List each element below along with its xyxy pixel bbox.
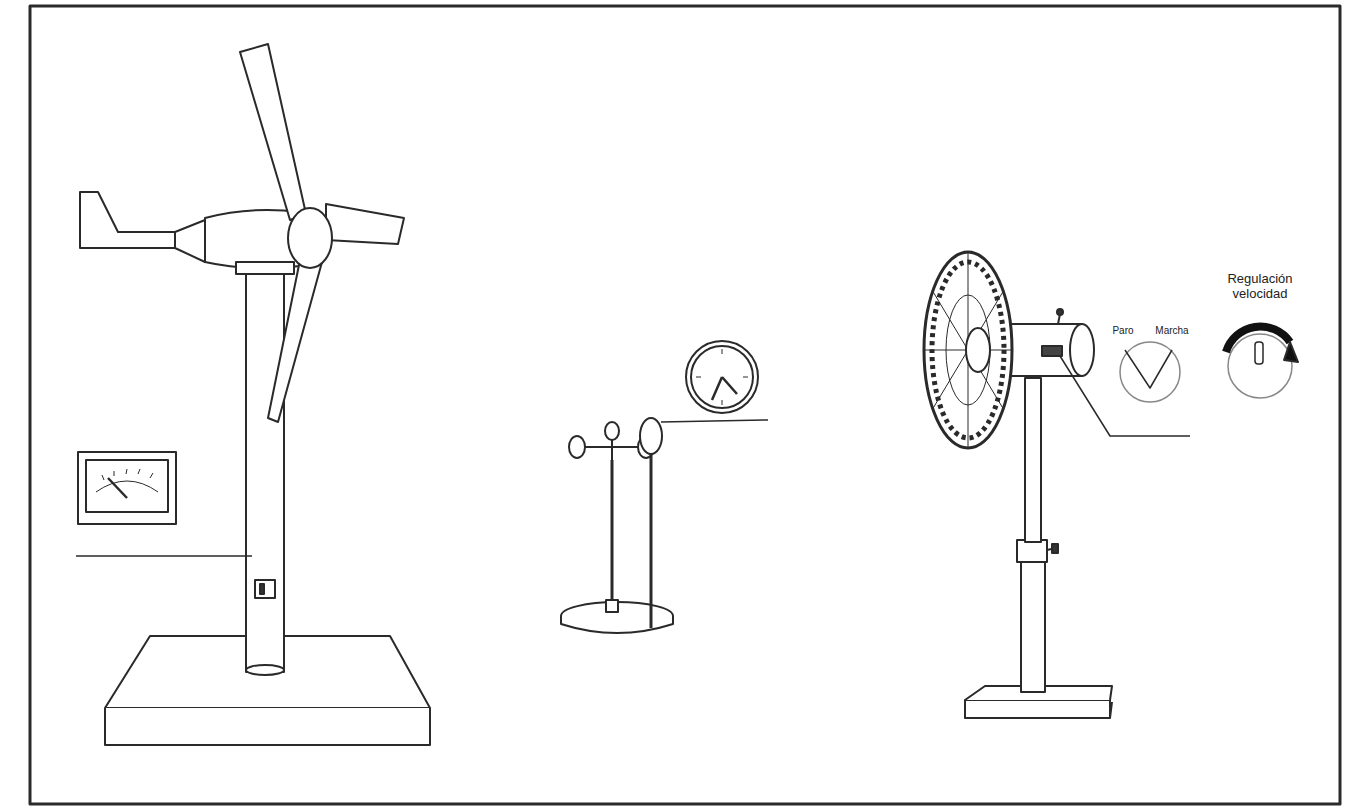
wind-turbine — [76, 44, 430, 745]
frame-border — [30, 6, 1340, 804]
anemometer — [561, 341, 768, 633]
electric-fan — [924, 252, 1298, 718]
control-label: Paro — [1103, 325, 1143, 337]
control-label: Regulación velocidad — [1215, 272, 1305, 302]
control-label: Marcha — [1147, 325, 1197, 337]
